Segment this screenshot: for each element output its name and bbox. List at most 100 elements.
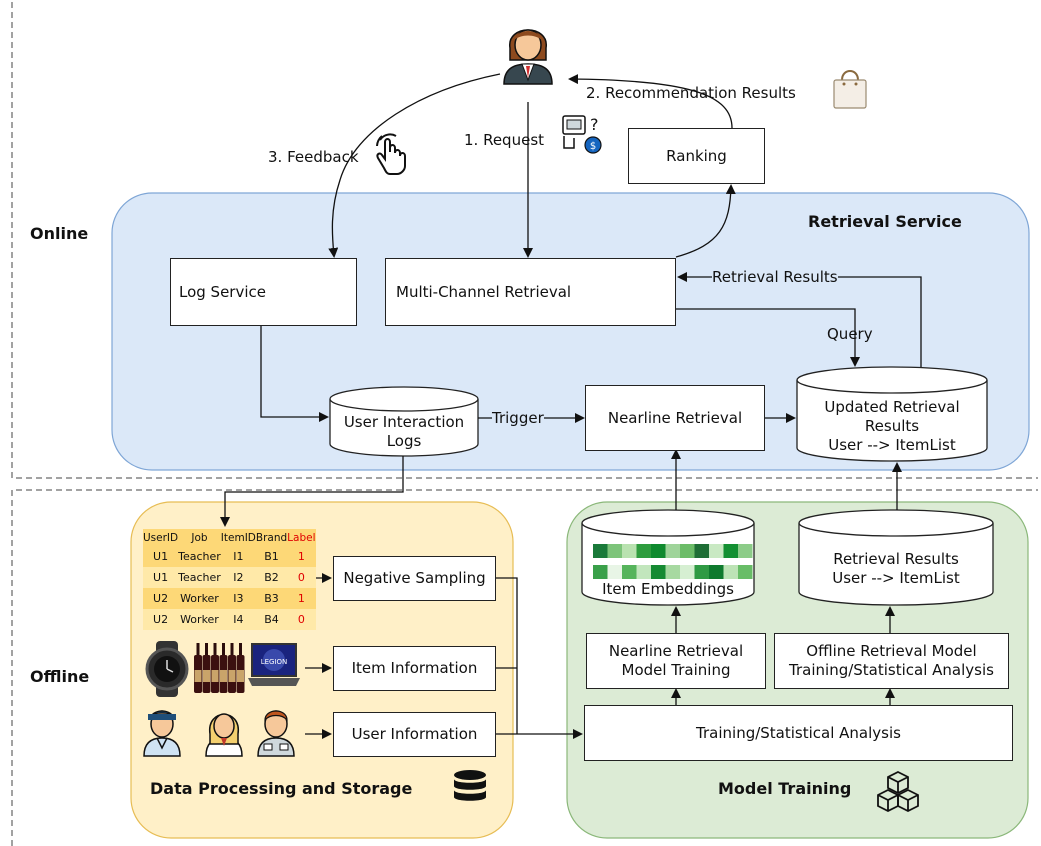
table-cell: B4 — [255, 609, 288, 630]
embedding-cell — [694, 544, 709, 558]
table-cell: U2 — [143, 609, 179, 630]
offline-section-label: Offline — [30, 667, 90, 686]
log-service-box: Log Service — [170, 258, 357, 326]
embedding-cell — [738, 544, 753, 558]
table-cell: U2 — [153, 592, 169, 605]
query-arrow — [676, 308, 860, 367]
table-cell: I3 — [233, 592, 244, 605]
training-statistical-analysis-box: Training/Statistical Analysis — [584, 705, 1013, 761]
table-cell: B3 — [264, 592, 279, 605]
table-cell: 0 — [287, 567, 316, 588]
embedding-cell — [723, 544, 738, 558]
feedback-label: 3. Feedback — [268, 148, 359, 166]
logs-to-table-arrow — [220, 456, 404, 527]
table-cell: B1 — [264, 550, 279, 563]
negative-sampling-box: Negative Sampling — [333, 556, 496, 601]
laptop-icon — [248, 643, 300, 686]
multi-to-ranking-arrow — [675, 184, 736, 258]
embedding-cell — [607, 544, 622, 558]
sample-table: UserID Job ItemID Brand Label U1 Teacher… — [143, 529, 316, 630]
embedding-cell — [723, 565, 738, 579]
wine-bottles-icon — [194, 643, 245, 693]
table-row: U1 Teacher I1 B1 1 — [143, 546, 316, 567]
item-embeddings-cylinder — [581, 509, 755, 606]
embedding-cell — [738, 565, 753, 579]
embedding-cell — [593, 544, 608, 558]
embedding-cell — [665, 565, 680, 579]
embedding-cell — [622, 544, 637, 558]
retrieval-results-store-cylinder — [798, 509, 994, 606]
embedding-cell — [680, 565, 695, 579]
embedding-cell — [694, 565, 709, 579]
wine-bottle — [202, 643, 211, 693]
offline-frame — [11, 489, 1038, 846]
trigger-label: Trigger — [492, 409, 544, 427]
table-cell: Teacher — [178, 567, 221, 588]
item-embeddings-label: Item Embeddings — [602, 579, 734, 598]
embedding-strips — [593, 544, 753, 579]
table-header: UserID — [143, 531, 179, 544]
wine-bottle — [228, 643, 236, 693]
table-cell: I4 — [220, 609, 256, 630]
recommendation-arrow — [568, 74, 733, 129]
embedding-cell — [680, 544, 695, 558]
embedding-cell — [636, 565, 651, 579]
table-header: Label — [287, 531, 316, 544]
svg-text:$: $ — [590, 141, 596, 152]
table-row: U2 Worker I3 B3 1 — [143, 588, 316, 609]
svg-text:?: ? — [590, 115, 599, 134]
table-cell: U1 — [153, 550, 169, 563]
embedding-cell — [607, 565, 622, 579]
table-cell: 1 — [297, 592, 305, 605]
user-profile-icons — [143, 710, 295, 757]
nearline-retrieval-box: Nearline Retrieval — [585, 385, 765, 451]
table-cell: 0 — [287, 609, 316, 630]
log-to-db-arrow — [260, 326, 329, 422]
data-processing-title: Data Processing and Storage — [150, 779, 413, 798]
cubes-icon — [877, 770, 919, 813]
recommendation-results-label: 2. Recommendation Results — [586, 84, 796, 102]
shopping-bag-icon — [833, 70, 867, 109]
table-cell: Teacher — [178, 550, 221, 563]
table-header-row: UserID Job ItemID Brand Label — [143, 529, 316, 546]
wine-bottle — [219, 643, 228, 693]
embedding-cell — [651, 544, 666, 558]
wine-bottle — [211, 643, 219, 693]
updated-retrieval-results-cylinder — [796, 366, 988, 462]
ranking-box: Ranking — [628, 128, 765, 184]
touch-hand-icon — [376, 133, 406, 175]
embedding-cell — [593, 565, 608, 579]
query-label: Query — [827, 325, 873, 343]
atm-request-icon: $ ? — [562, 115, 602, 154]
retrieval-service-title: Retrieval Service — [808, 212, 962, 231]
table-row: U1 Teacher I2 B2 0 — [143, 567, 316, 588]
embedding-cell — [665, 544, 680, 558]
table-cell: I2 — [220, 567, 256, 588]
table-cell: I1 — [233, 550, 244, 563]
wine-bottle — [194, 643, 202, 693]
multi-channel-retrieval-box: Multi-Channel Retrieval — [385, 258, 676, 326]
model-training-title: Model Training — [718, 779, 852, 798]
negative-merge-line — [496, 577, 518, 734]
embedding-cell — [651, 565, 666, 579]
table-cell: B2 — [255, 567, 288, 588]
log-service-label: Log Service — [179, 282, 266, 301]
embedding-cell — [636, 544, 651, 558]
multi-channel-retrieval-label: Multi-Channel Retrieval — [396, 282, 572, 301]
table-header: Job — [191, 531, 208, 544]
online-section-label: Online — [30, 224, 89, 243]
item-information-box: Item Information — [333, 646, 496, 691]
table-header: Brand — [255, 531, 288, 544]
retrieval-results-label: Retrieval Results — [712, 268, 838, 286]
watch-icon — [145, 641, 189, 697]
user-interaction-logs-cylinder — [329, 386, 479, 457]
user-information-box: User Information — [333, 712, 496, 757]
request-label: 1. Request — [464, 131, 545, 149]
table-cell: Worker — [180, 592, 219, 605]
table-cell: 1 — [297, 550, 305, 563]
embedding-cell — [709, 565, 724, 579]
